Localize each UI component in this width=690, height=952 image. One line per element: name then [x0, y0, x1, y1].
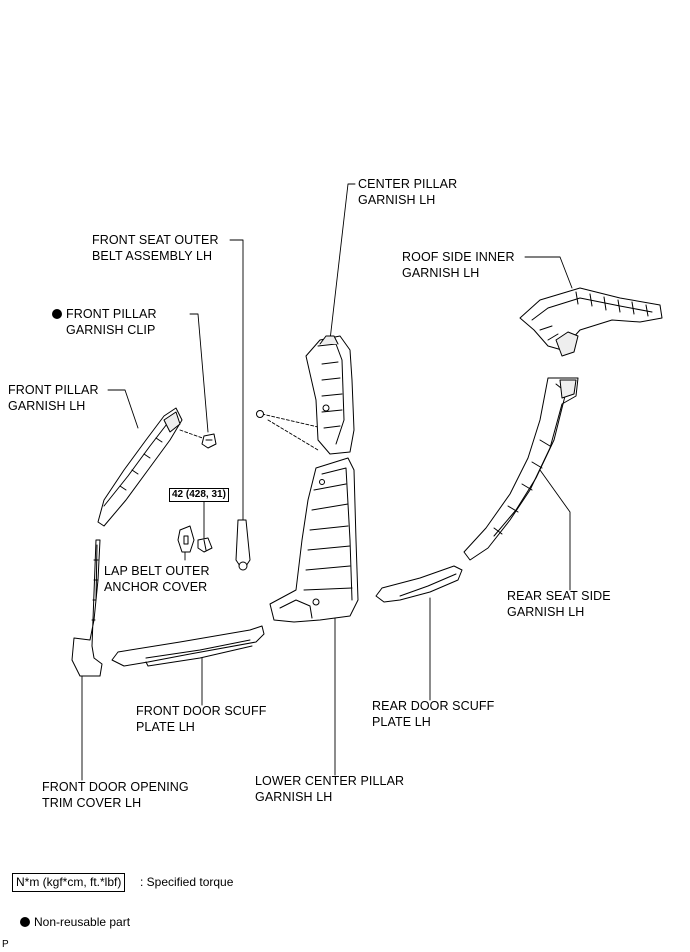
non-reusable-dot-icon	[52, 309, 62, 319]
label-line: BELT ASSEMBLY LH	[92, 249, 213, 263]
label-line: FRONT DOOR OPENING	[42, 780, 189, 794]
label-line: GARNISH LH	[255, 790, 333, 804]
label-line: GARNISH CLIP	[66, 323, 156, 337]
label-center-pillar-garnish: CENTER PILLAR GARNISH LH	[358, 176, 457, 208]
lap-belt-cover-part	[177, 525, 195, 553]
front-pillar-clip-part	[201, 433, 217, 449]
center-pillar-clip	[256, 410, 264, 418]
rear-seat-side-garnish-part	[463, 377, 579, 561]
front-pillar-garnish-part	[97, 407, 183, 527]
front-seat-belt-part	[235, 519, 251, 571]
torque-value: 42 (428, 31)	[169, 488, 229, 502]
bolt-part	[197, 537, 213, 553]
label-lower-center-pillar-garnish: LOWER CENTER PILLAR GARNISH LH	[255, 773, 404, 805]
legend-non-reusable: Non-reusable part	[20, 915, 130, 930]
label-line: ROOF SIDE INNER	[402, 250, 515, 264]
dash-center-clip	[261, 413, 319, 428]
legend-non-reusable-text: Non-reusable part	[34, 915, 131, 929]
label-front-pillar-garnish-clip: FRONT PILLAR GARNISH CLIP	[52, 306, 157, 338]
label-front-pillar-garnish: FRONT PILLAR GARNISH LH	[8, 382, 99, 414]
label-line: LOWER CENTER PILLAR	[255, 774, 405, 788]
rear-door-scuff-part	[375, 565, 463, 603]
roof-side-inner-garnish-part	[519, 287, 663, 357]
corner-mark: P	[2, 939, 9, 950]
label-front-door-opening-trim: FRONT DOOR OPENING TRIM COVER LH	[42, 779, 189, 811]
label-line: REAR DOOR SCUFF	[372, 699, 495, 713]
lower-center-pillar-garnish-part	[269, 457, 359, 623]
leader-clip	[189, 313, 209, 433]
label-line: GARNISH LH	[402, 266, 480, 280]
label-line: REAR SEAT SIDE	[507, 589, 611, 603]
label-lap-belt-outer-anchor-cover: LAP BELT OUTER ANCHOR COVER	[104, 563, 210, 595]
dash-center-clip-2	[267, 419, 319, 451]
leader-rear-seat-side	[539, 469, 571, 591]
leader-front-pillar	[107, 389, 139, 429]
label-line: PLATE LH	[372, 715, 431, 729]
label-line: GARNISH LH	[358, 193, 436, 207]
label-rear-seat-side-garnish: REAR SEAT SIDE GARNISH LH	[507, 588, 611, 620]
label-roof-side-inner-garnish: ROOF SIDE INNER GARNISH LH	[402, 249, 515, 281]
legend-torque-desc: : Specified torque	[140, 875, 234, 889]
label-front-seat-outer-belt: FRONT SEAT OUTER BELT ASSEMBLY LH	[92, 232, 219, 264]
label-line: FRONT SEAT OUTER	[92, 233, 219, 247]
label-line: GARNISH LH	[8, 399, 86, 413]
front-door-trim-part	[71, 539, 103, 677]
legend-torque-units: N*m (kgf*cm, ft.*lbf)	[12, 873, 126, 892]
label-line: PLATE LH	[136, 720, 195, 734]
label-line: FRONT PILLAR	[8, 383, 99, 397]
label-line: TRIM COVER LH	[42, 796, 142, 810]
front-door-scuff-part	[111, 625, 265, 667]
label-line: GARNISH LH	[507, 605, 585, 619]
center-pillar-garnish-part	[305, 335, 355, 455]
leader-roof-side	[524, 256, 573, 289]
label-line: LAP BELT OUTER	[104, 564, 210, 578]
label-front-door-scuff-plate: FRONT DOOR SCUFF PLATE LH	[136, 703, 267, 735]
label-line: CENTER PILLAR	[358, 177, 458, 191]
label-line: FRONT DOOR SCUFF	[136, 704, 267, 718]
leader-front-seat-belt	[229, 239, 244, 521]
label-rear-door-scuff-plate: REAR DOOR SCUFF PLATE LH	[372, 698, 494, 730]
non-reusable-dot-icon	[20, 917, 30, 927]
label-line: ANCHOR COVER	[104, 580, 208, 594]
label-line: FRONT PILLAR	[52, 306, 157, 322]
label-text: FRONT PILLAR	[66, 307, 157, 321]
leader-center-pillar	[329, 183, 356, 341]
